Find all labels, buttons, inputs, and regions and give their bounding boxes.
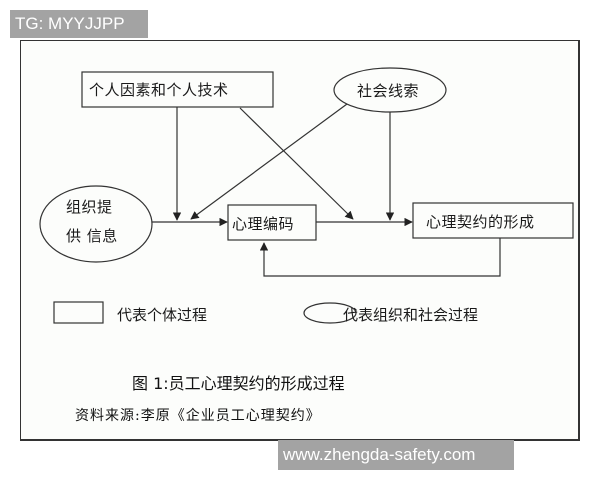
contract-formation-box — [412, 202, 574, 239]
node-psych-encoding: 心理编码 — [232, 215, 295, 233]
node-org-info-line2: 供 信息 — [66, 227, 118, 245]
node-org-info-line1: 组织提 — [66, 198, 113, 216]
node-social-cues: 社会线索 — [357, 82, 420, 100]
watermark-bottom-right: www.zhengda-safety.com — [278, 440, 514, 470]
watermark-top-left: TG: MYYJJPP — [10, 10, 148, 38]
figure-source: 资料来源:李原《企业员工心理契约》 — [75, 408, 321, 424]
legend-rect-icon — [53, 301, 104, 324]
org-info-ellipse — [39, 185, 153, 263]
legend-rect-label: 代表个体过程 — [117, 306, 208, 324]
node-personal-factors: 个人因素和个人技术 — [89, 81, 229, 99]
figure-caption: 图 1:员工心理契约的形成过程 — [132, 374, 345, 393]
node-contract-formation: 心理契约的形成 — [426, 213, 535, 231]
legend-ellipse-label: 代表组织和社会过程 — [343, 306, 479, 324]
legend-ellipse-icon — [303, 302, 357, 324]
